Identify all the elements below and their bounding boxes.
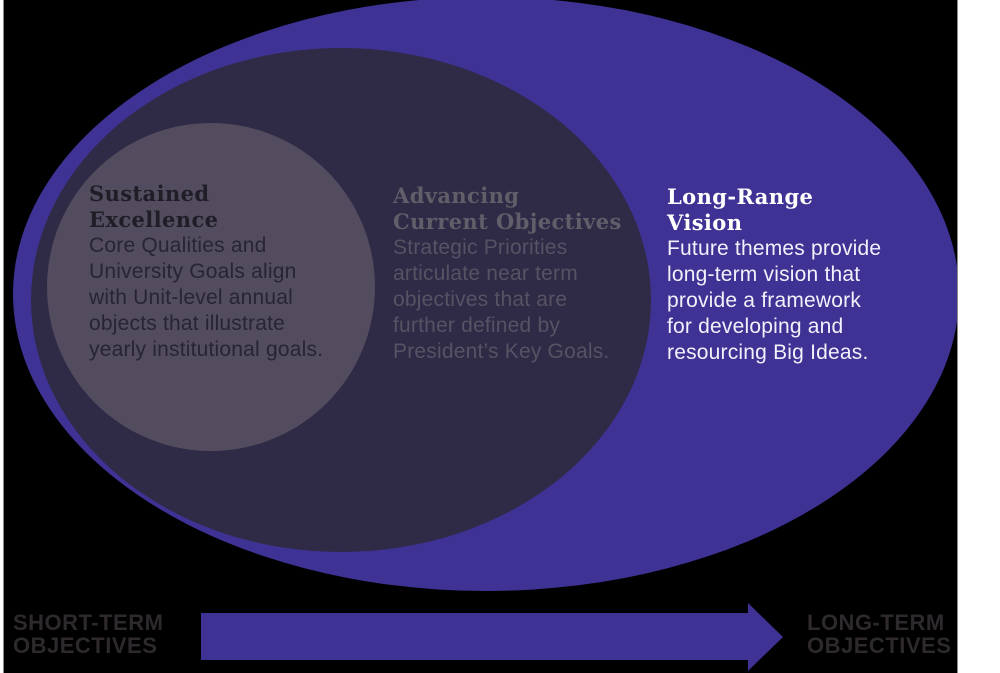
sustained-excellence-body-line: yearly institutional goals.	[89, 338, 324, 361]
long-range-vision-body-line: provide a framework	[667, 289, 862, 312]
sustained-excellence-body-line: Core Qualities and	[89, 234, 267, 257]
long-range-vision-heading-line: Vision	[667, 210, 743, 235]
sustained-excellence-body-line: with Unit-level annual	[89, 286, 294, 309]
long-range-vision-body-line: Future themes provide	[667, 237, 882, 260]
long-range-vision-body-line: long-term vision that	[667, 263, 861, 286]
long-term-objectives-label-line: OBJECTIVES	[807, 633, 952, 658]
long-range-vision-body-line: resourcing Big Ideas.	[667, 341, 869, 364]
advancing-objectives-heading-line: Advancing	[393, 183, 520, 208]
advancing-objectives-body-line: further defined by	[393, 314, 561, 337]
diagram-slide: Sustained Excellence Core Qualities and …	[3, 0, 958, 673]
long-term-objectives-label-line: LONG-TERM	[807, 610, 945, 635]
short-term-objectives-label-line: SHORT-TERM	[13, 610, 164, 635]
short-term-objectives-label-line: OBJECTIVES	[13, 633, 158, 658]
sustained-excellence-heading-line: Excellence	[89, 207, 219, 232]
timeline-arrow-bar	[201, 613, 748, 660]
advancing-objectives-body-line: articulate near term	[393, 262, 578, 285]
timeline-arrow-head-icon	[748, 603, 783, 671]
sustained-excellence-body-line: objects that illustrate	[89, 312, 286, 335]
advancing-objectives-heading-line: Current Objectives	[393, 209, 622, 234]
long-range-vision-body-line: for developing and	[667, 315, 844, 338]
long-term-objectives-label: LONG-TERM OBJECTIVES	[807, 611, 951, 657]
advancing-objectives-body-line: objectives that are	[393, 288, 568, 311]
long-range-vision-heading-line: Long-Range	[667, 184, 814, 209]
advancing-current-objectives-textblock: Advancing Current Objectives Strategic P…	[393, 183, 693, 365]
sustained-excellence-textblock: Sustained Excellence Core Qualities and …	[89, 181, 389, 363]
sustained-excellence-body-line: University Goals align	[89, 260, 297, 283]
sustained-excellence-heading-line: Sustained	[89, 181, 210, 206]
long-range-vision-textblock: Long-Range Vision Future themes provide …	[667, 184, 957, 366]
inner-circle-sustained-excellence	[47, 123, 375, 451]
advancing-objectives-body-line: President’s Key Goals.	[393, 340, 610, 363]
short-term-objectives-label: SHORT-TERM OBJECTIVES	[13, 611, 163, 657]
advancing-objectives-body-line: Strategic Priorities	[393, 236, 568, 259]
